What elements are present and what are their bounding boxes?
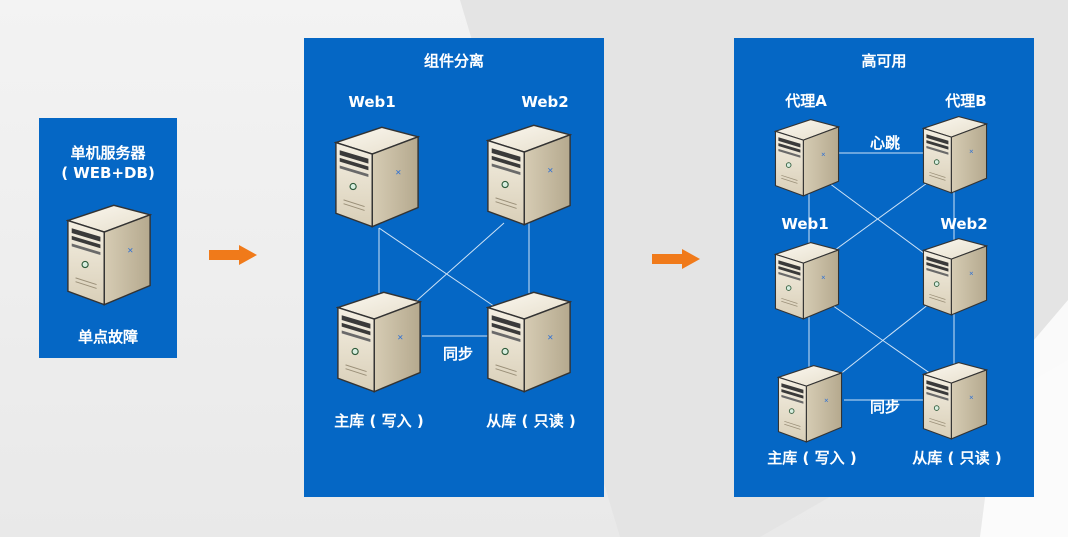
arrow-right-icon: [652, 249, 700, 269]
server-icon: [774, 239, 840, 321]
server-icon: [66, 200, 152, 308]
ha-master-label: 主库 ( 写入 ): [767, 449, 857, 467]
server-icon: [922, 235, 988, 317]
server-icon: [486, 287, 572, 395]
separation-web1-label: Web1: [348, 93, 396, 111]
server-icon: [486, 120, 572, 228]
single-server-title: 单机服务器: [70, 144, 146, 162]
server-icon: [334, 122, 420, 230]
ha-title: 高可用: [861, 52, 907, 70]
separation-title: 组件分离: [423, 52, 485, 70]
separation-sync-label: 同步: [442, 345, 474, 363]
server-icon: [777, 362, 843, 444]
server-icon: [774, 116, 840, 198]
separation-master-label: 主库 ( 写入 ): [334, 412, 424, 430]
ha-web1-label: Web1: [781, 215, 829, 233]
ha-links: [808, 152, 955, 401]
server-icon: [336, 287, 422, 395]
separation-slave-label: 从库 ( 只读 ): [486, 412, 576, 430]
ha-slave-label: 从库 ( 只读 ): [912, 449, 1002, 467]
ha-proxy-b-label: 代理B: [945, 92, 987, 110]
ha-sync-label: 同步: [869, 398, 901, 416]
ha-heartbeat-label: 心跳: [869, 134, 901, 152]
single-server-subtitle: ( WEB+DB): [61, 164, 155, 182]
server-icon: [922, 359, 988, 441]
ha-proxy-a-label: 代理A: [785, 92, 827, 110]
arrow-right-icon: [209, 245, 257, 265]
separation-links: [378, 222, 530, 337]
server-icon: [922, 113, 988, 195]
separation-web2-label: Web2: [521, 93, 569, 111]
ha-web2-label: Web2: [940, 215, 988, 233]
single-point-failure-label: 单点故障: [77, 328, 139, 346]
